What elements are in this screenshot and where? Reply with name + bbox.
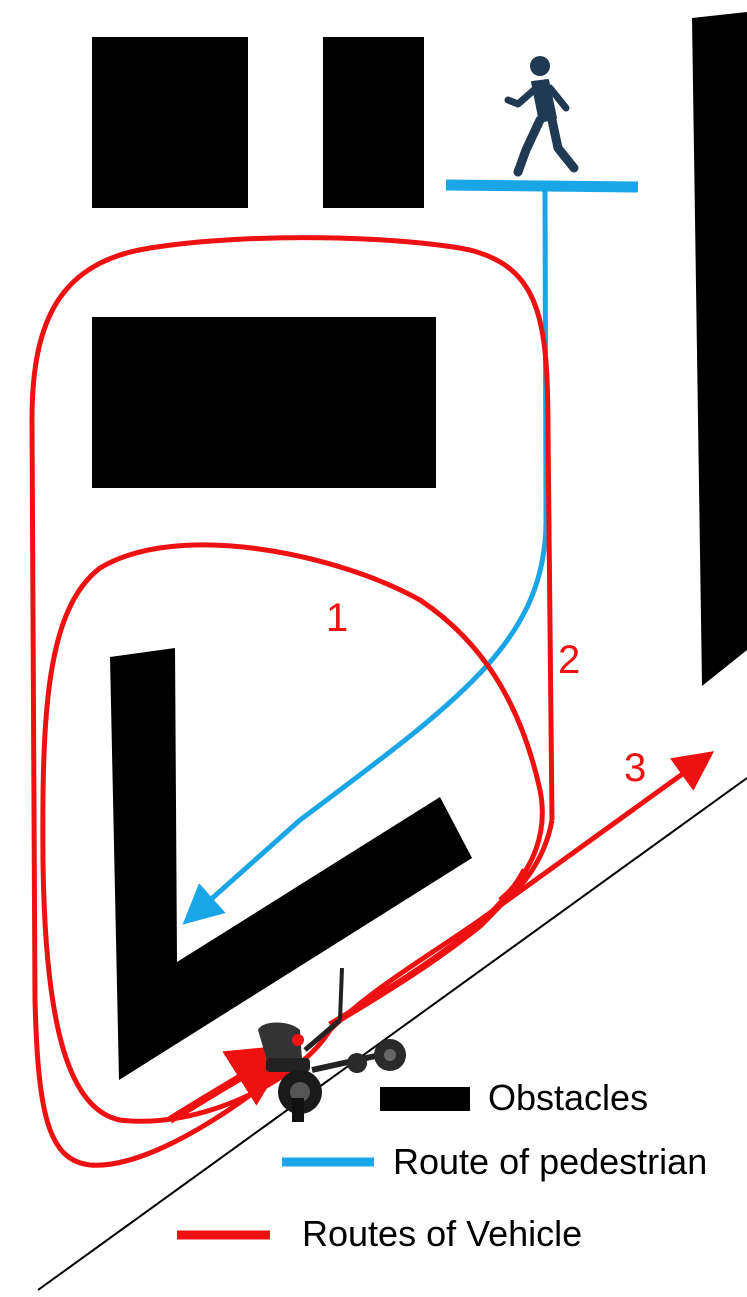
obstacle-block-3 [92,317,436,488]
route-label-2: 2 [558,638,581,682]
obstacle-right-wall [692,12,747,686]
legend-marks [177,1087,470,1240]
pedestrian-route [182,189,549,925]
vehicle-route-3 [478,751,715,923]
walking-person-icon [504,56,579,177]
vehicle-route-1 [40,542,545,1124]
legend-obstacles-label: Obstacles [488,1077,649,1118]
route-label-1: 1 [326,596,349,640]
vehicle-route-exit [328,868,529,1029]
vehicle-route-outer-loop [29,235,555,1168]
obstacle-block-1 [92,37,248,208]
road-edge-line [37,777,747,1291]
vehicle-routes [29,235,715,1168]
pedestrian-platform [445,179,639,193]
wheelchair-robot-icon [258,967,406,1122]
obstacle-block-2 [323,37,424,208]
vehicle-route-2 [328,819,555,1032]
legend-obstacle-swatch [380,1087,470,1111]
obstacle-l-shape [110,648,472,1080]
obstacles [92,12,747,1080]
legend-pedestrian-label: Route of pedestrian [393,1141,708,1182]
legend-vehicle-label: Routes of Vehicle [302,1213,583,1254]
route-label-3: 3 [624,746,647,790]
